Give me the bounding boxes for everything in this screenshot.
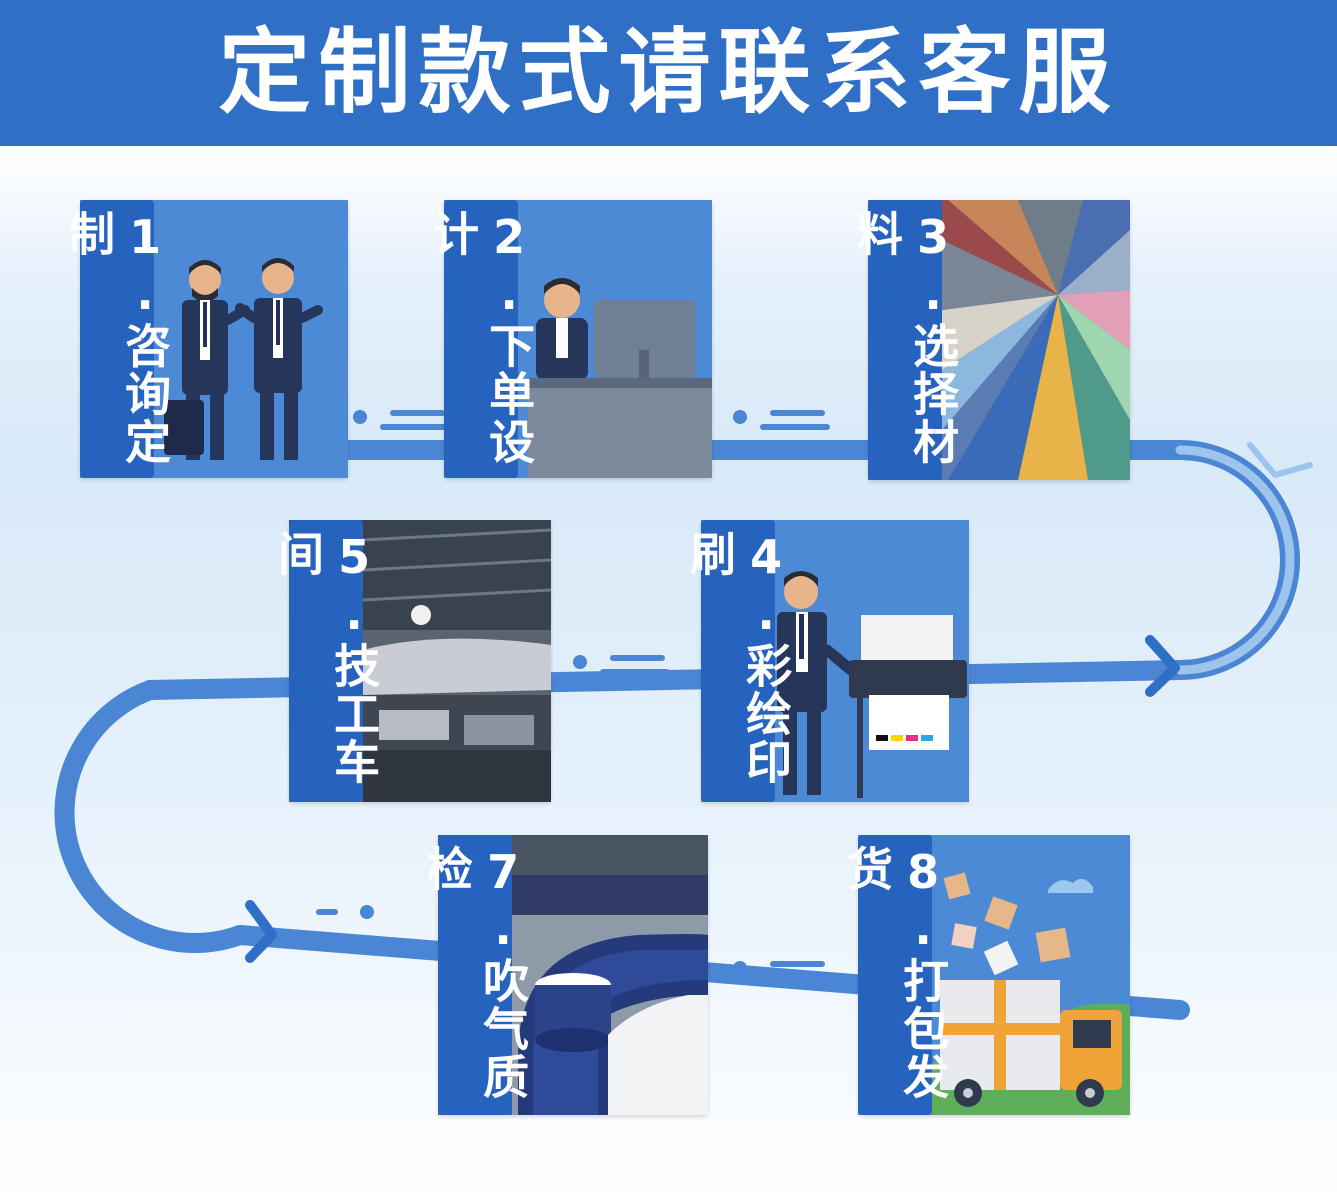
step-tag-5: 5.技工车间 bbox=[271, 520, 381, 802]
step-card-7: 7.吹气质检 bbox=[420, 835, 708, 1115]
track-row-2 bbox=[54, 660, 1190, 953]
dash-dot-5 bbox=[360, 905, 374, 919]
dash-dot-6 bbox=[733, 961, 747, 975]
step-tag-8: 8.打包发货 bbox=[840, 835, 950, 1115]
step-label-7: 7.吹气质检 bbox=[420, 845, 531, 1101]
step-label-3: 3.选择材料 bbox=[850, 210, 961, 466]
dash-dot-2 bbox=[733, 410, 747, 424]
dash-line-1a bbox=[390, 410, 445, 416]
step-label-2: 2.下单设计 bbox=[426, 210, 537, 466]
step-card-2: 2.下单设计 bbox=[426, 200, 712, 478]
step-tag-1: 1.咨询定制 bbox=[62, 200, 172, 478]
header-banner: 定制款式请联系客服 bbox=[0, 0, 1337, 146]
step-tag-2: 2.下单设计 bbox=[426, 200, 536, 478]
step-label-1: 1.咨询定制 bbox=[62, 210, 173, 466]
dash-dot-1 bbox=[353, 410, 367, 424]
step-card-3: 3.选择材料 bbox=[850, 200, 1130, 480]
step-card-4: 4.彩绘印刷 bbox=[683, 520, 969, 802]
dash-line-6b bbox=[760, 975, 830, 981]
arrowhead-right-loop bbox=[1145, 635, 1180, 697]
man-left bbox=[164, 260, 250, 460]
dash-line-3a bbox=[610, 655, 665, 661]
dash-dot-4 bbox=[1053, 664, 1067, 678]
arrowhead-left-loop bbox=[245, 900, 277, 963]
arrowhead-top-right bbox=[1247, 442, 1313, 478]
step-card-8: 8.打包发货 bbox=[840, 835, 1130, 1115]
step-tag-3: 3.选择材料 bbox=[850, 200, 960, 480]
dash-line-1b bbox=[380, 424, 450, 430]
man-right bbox=[235, 258, 323, 460]
dash-line-2a bbox=[770, 410, 825, 416]
step-tag-4: 4.彩绘印刷 bbox=[683, 520, 793, 802]
page-title: 定制款式请联系客服 bbox=[218, 19, 1119, 126]
track-highlight-1 bbox=[1175, 445, 1295, 675]
step-label-8: 8.打包发货 bbox=[840, 845, 951, 1101]
step-label-5: 5.技工车间 bbox=[271, 530, 382, 786]
dash-line-6a bbox=[770, 961, 825, 967]
dash-line-3b bbox=[600, 669, 670, 675]
dash-line-4 bbox=[1090, 668, 1112, 674]
step-label-4: 4.彩绘印刷 bbox=[683, 530, 794, 786]
step-card-1: 1.咨询定制 bbox=[62, 200, 348, 478]
dash-dot-3 bbox=[573, 655, 587, 669]
dash-line-2b bbox=[760, 424, 830, 430]
dash-line-5 bbox=[316, 909, 338, 915]
fabric-wedges bbox=[942, 200, 1130, 480]
step-card-5: 5.技工车间 bbox=[271, 520, 552, 802]
step-tag-7: 7.吹气质检 bbox=[420, 835, 530, 1115]
